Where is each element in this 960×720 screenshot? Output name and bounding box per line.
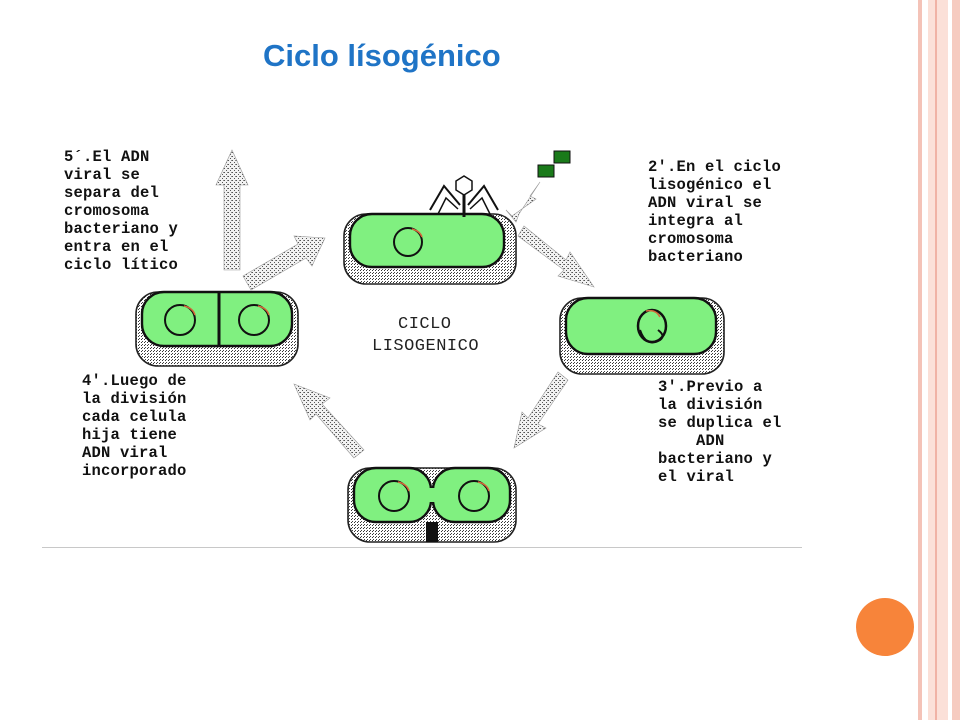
- cell-infected: [343, 175, 517, 285]
- border-strip-right: [952, 0, 960, 720]
- viral-dna-fragments: [537, 150, 571, 178]
- slide-title: Ciclo lísogénico: [263, 38, 501, 73]
- border-strip-line: [935, 0, 937, 720]
- arrow-top-to-right: [517, 225, 595, 288]
- decorative-orange-circle: [856, 598, 914, 656]
- border-strip-band: [928, 0, 948, 720]
- cell-integrated: [559, 296, 725, 375]
- arrow-phage-entry: [505, 181, 541, 223]
- bacteriophage: [429, 175, 499, 217]
- arrow-step5-up: [215, 149, 249, 271]
- step-2-text: 2'.En el ciclo lisogénico el ADN viral s…: [648, 158, 782, 266]
- step-4-text: 4'.Luego de la división cada celula hija…: [82, 372, 187, 480]
- arrow-right-to-bottom: [513, 371, 569, 449]
- cell-daughters: [135, 290, 299, 367]
- step-3-text: 3'.Previo a la división se duplica el AD…: [658, 378, 782, 486]
- center-label-line1: CICLO: [398, 315, 452, 334]
- arrow-bottom-to-left: [293, 383, 365, 459]
- border-strip-outer: [918, 0, 922, 720]
- center-label-line2: LISOGENICO: [372, 337, 480, 356]
- divider-line: [42, 547, 802, 548]
- step-5-text: 5´.El ADN viral se separa del cromosoma …: [64, 148, 179, 274]
- cell-dividing: [347, 466, 517, 543]
- arrow-cell4-to-top: [242, 235, 326, 291]
- center-label: CICLO LISOGENICO: [372, 314, 479, 358]
